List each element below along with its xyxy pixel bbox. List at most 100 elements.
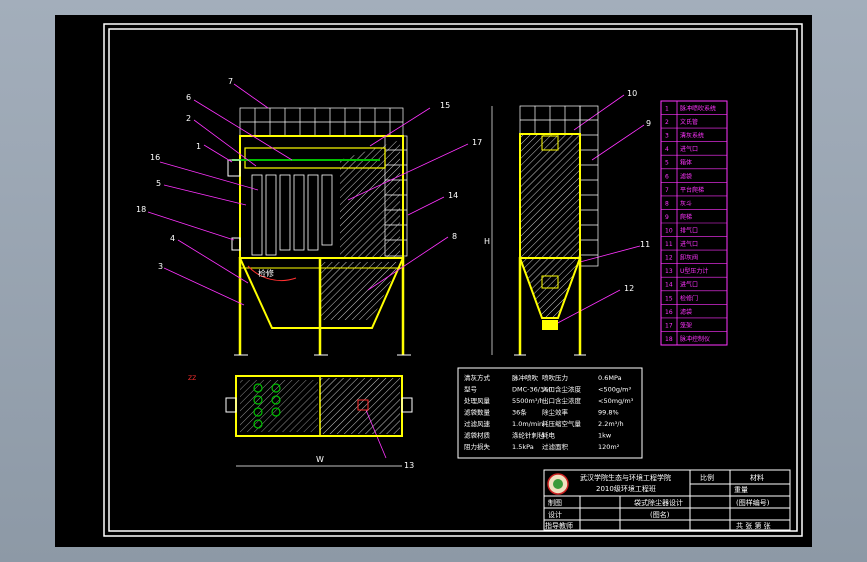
part-number: 5 [665,160,669,167]
weight-label: 重量 [734,486,748,494]
spec-label: 滤袋数量 [464,408,491,417]
part-number: 3 [665,133,669,140]
spec-label: 处理风量 [464,396,491,405]
spec-label: 阻力损失 [464,442,491,451]
spec-label: 喷吹压力 [542,373,568,382]
school-logo [547,473,569,495]
spec-label: 滤袋材质 [464,431,491,440]
part-name: 箱体 [680,159,692,167]
material-label: 材料 [750,473,764,482]
spec-value: 0.6MPa [598,374,622,382]
part-number: 18 [665,336,673,343]
part-name: 滤袋 [680,172,692,180]
spec-label: 耗电 [542,431,556,440]
part-number: 14 [665,282,673,289]
part-name: 脉冲喷吹系统 [680,104,716,112]
spec-label: 清灰方式 [464,373,491,382]
part-number: 7 [665,187,669,194]
teacher-label: 指导教师 [545,521,573,530]
part-name: 文氏管 [680,118,698,126]
class-name: 2010级环境工程班 [596,484,656,493]
callout-12: 12 [624,284,634,293]
callout-16: 16 [150,153,160,162]
part-number: 6 [665,173,669,180]
part-number: 17 [665,322,673,329]
spec-label: 耗压缩空气量 [542,419,582,428]
side-note-text: 检修 [258,268,274,278]
callout-18: 18 [136,205,146,214]
callout-6: 6 [186,93,191,102]
callout-13: 13 [404,461,414,470]
part-name: 滤袋 [680,308,692,316]
scale-label: 比例 [700,473,714,482]
spec-value: 5500m³/h [512,397,544,405]
part-name: U型压力计 [680,267,708,275]
hatch-section [340,140,400,258]
spec-value: 120m² [598,443,620,451]
spec-label: 过滤面积 [542,442,569,451]
part-number: 11 [665,241,673,248]
callout-1: 1 [196,142,201,151]
part-name: 排气口 [680,226,698,234]
part-name: 平台爬梯 [680,186,704,194]
part-number: 15 [665,295,673,302]
callout-9: 9 [646,119,651,128]
pulse-controller [227,159,241,177]
part-name: 检修门 [680,294,698,302]
spec-value: 1kw [598,432,612,440]
callout-3: 3 [158,262,163,271]
spec-value: <50mg/m³ [598,397,634,405]
part-name: 进气口 [680,281,698,289]
part-number: 10 [665,227,673,234]
spec-table [457,367,643,459]
callout-5: 5 [156,179,161,188]
spec-value: 99.8% [598,409,619,417]
spec-label: 除尘效率 [542,408,569,417]
callout-7: 7 [228,77,233,86]
inner-frame [108,28,798,532]
hopper [238,257,405,329]
part-number: 4 [665,146,669,153]
filter-bags [251,174,333,256]
plan-dim-note: ZZ [188,375,196,382]
part-number: 16 [665,309,673,316]
side-box [519,133,581,259]
spec-value: <500g/m³ [598,386,632,394]
drawing-number: (图样编号) [736,498,770,507]
spec-value: DMC-36/360 [512,386,552,394]
draw-label: 制图 [548,498,562,507]
part-name: 笼架 [680,321,692,329]
hopper-hatch [320,262,400,320]
title-block [543,469,791,531]
spec-label: 出口含尘浓度 [542,396,582,405]
callout-11: 11 [640,240,650,249]
part-number: 8 [665,200,669,207]
discharge-valve [542,320,558,330]
callout-2: 2 [186,114,191,123]
plan-view: W ZZ [188,375,413,467]
spec-value: 1.5kPa [512,443,534,451]
callout-10: 10 [627,89,637,98]
design-label: 设计 [548,510,562,519]
part-name: 进气口 [680,240,698,248]
part-name: 脉冲控制仪 [680,335,710,343]
part-number: 1 [665,105,669,112]
callout-numbers: 1 2 3 4 5 6 7 8 9 10 11 12 13 14 15 16 1… [136,77,651,470]
part-name: 灰斗 [680,199,692,207]
drawing-name: (图名) [650,510,670,519]
callout-4: 4 [170,234,175,243]
spec-value: 1.0m/min [512,420,543,428]
spec-label: 型号 [464,385,478,394]
nozzle-circles [253,383,281,429]
part-number: 12 [665,255,673,262]
part-name: 清灰系统 [680,132,704,140]
part-number: 9 [665,214,669,221]
part-name: 进气口 [680,145,698,153]
drawing-title: 袋式除尘器设计 [634,498,683,507]
spec-value: 涤纶针刺毡 [512,431,545,440]
spec-value: 36条 [512,408,527,417]
